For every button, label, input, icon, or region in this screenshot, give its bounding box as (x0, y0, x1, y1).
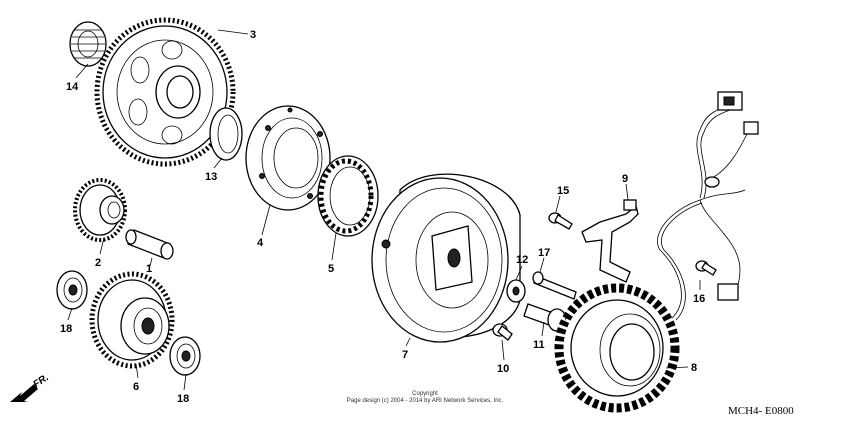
callout-1: 1 (146, 263, 152, 275)
callout-18-right: 18 (177, 393, 189, 405)
callout-7: 7 (402, 349, 408, 361)
callout-12: 12 (516, 254, 528, 266)
part-2-reduction-gear[interactable] (73, 178, 127, 242)
callout-13: 13 (205, 171, 217, 183)
callout-17: 17 (538, 247, 550, 259)
front-arrow-icon (10, 384, 38, 402)
part-11-flywheel-bolt[interactable] (523, 303, 567, 332)
callout-16: 16 (693, 293, 705, 305)
diagram-code: MCH4- E0800 (728, 405, 794, 417)
callout-2: 2 (95, 257, 101, 269)
callout-11: 11 (533, 339, 545, 351)
part-16-bolt[interactable] (695, 260, 717, 276)
part-12-washer[interactable] (506, 279, 526, 303)
part-6-gear-assembly[interactable] (89, 271, 175, 369)
callout-10: 10 (497, 363, 509, 375)
copyright-line-2: Page design (c) 2004 - 2014 by ARI Netwo… (347, 398, 504, 404)
part-4-starter-clutch-outer[interactable] (245, 105, 331, 211)
callout-3: 3 (250, 29, 256, 41)
leader-lines (67, 29, 701, 391)
callout-6: 6 (133, 381, 139, 393)
callout-4: 4 (257, 237, 264, 249)
callout-14: 14 (66, 81, 79, 93)
part-3-starter-driven-gear[interactable] (94, 17, 236, 167)
part-1-shaft[interactable] (125, 229, 174, 260)
callout-labels: 1 2 3 4 5 6 7 8 9 10 11 12 13 14 15 16 1… (60, 29, 705, 405)
copyright-line-1: Copyright (412, 391, 438, 397)
part-18-bearing-left[interactable] (56, 270, 88, 310)
part-14-needle-bearing[interactable] (69, 21, 107, 67)
direction-indicator: FR. (10, 372, 51, 402)
part-7-flywheel[interactable] (371, 173, 521, 343)
part-15-bolt[interactable] (548, 212, 573, 230)
callout-5: 5 (328, 263, 334, 275)
part-9-wire-clamp[interactable] (581, 199, 639, 283)
part-13-washer[interactable] (209, 107, 243, 161)
part-8-wire-harness (657, 91, 759, 321)
part-8-stator[interactable] (554, 283, 680, 413)
callout-8: 8 (691, 362, 697, 374)
part-17-bolt[interactable] (532, 271, 577, 300)
part-10-bolt[interactable] (492, 323, 513, 341)
callout-9: 9 (622, 173, 628, 185)
part-5-one-way-clutch[interactable] (317, 155, 379, 237)
callout-15: 15 (557, 185, 569, 197)
callout-18-left: 18 (60, 323, 72, 335)
part-18-bearing-right[interactable] (169, 336, 201, 376)
